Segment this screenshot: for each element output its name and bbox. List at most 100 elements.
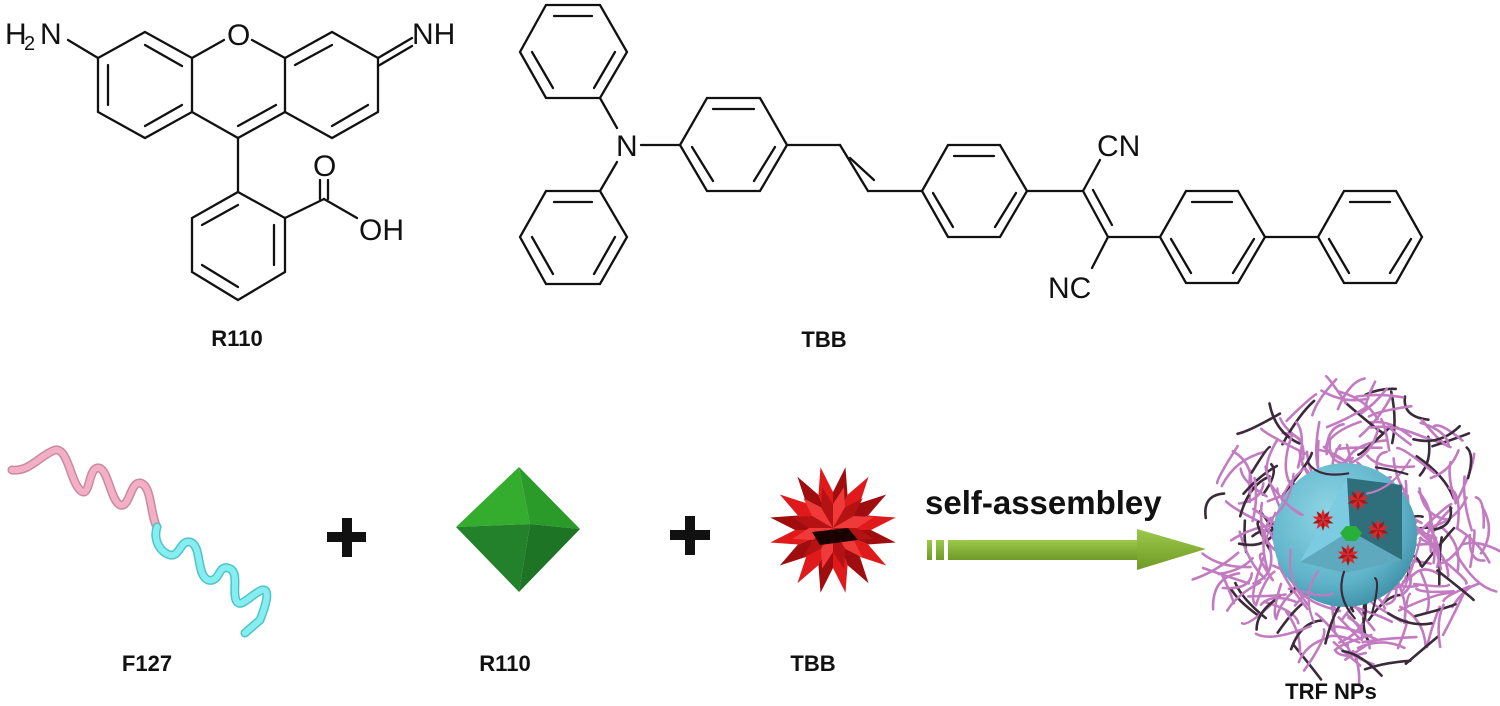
polymer-strand — [1239, 467, 1268, 498]
polymer-strand — [1259, 596, 1298, 606]
polymer-strand — [1251, 476, 1258, 523]
trf-nps-label: TRF NPs — [1285, 679, 1377, 704]
polymer-strand — [1191, 551, 1240, 581]
polymer-strand — [1366, 454, 1416, 469]
polymer-strand — [1357, 426, 1391, 456]
polymer-strand — [1284, 433, 1294, 487]
polymer-strand — [1325, 405, 1368, 429]
polymer-strand — [1349, 426, 1380, 465]
polymer-strand — [1285, 393, 1318, 423]
polymer-strand — [1254, 570, 1276, 607]
polymer-strand — [1359, 387, 1388, 415]
tbb-nitrile-top: CN — [1097, 130, 1140, 163]
r110-carbonyl-oxygen: O — [313, 150, 336, 183]
polymer-strand — [1398, 591, 1453, 612]
polymer-strand — [1337, 390, 1379, 421]
polymer-strand — [1204, 492, 1226, 520]
polymer-strand — [1256, 520, 1272, 552]
polymer-strand — [1363, 387, 1398, 397]
polymer-strand — [1242, 464, 1279, 495]
polymer-strand — [1402, 536, 1422, 592]
polymer-strand — [1474, 496, 1486, 529]
polymer-strand — [1429, 512, 1443, 571]
polymer-strand — [1236, 412, 1282, 436]
r110-structure-label: R110 — [211, 326, 262, 351]
polymer-strand — [1269, 483, 1303, 516]
polymer-strand — [1358, 393, 1394, 438]
f127-polymer-coil — [7, 445, 272, 638]
polymer-strand — [1420, 526, 1456, 568]
polymer-strand — [1431, 432, 1471, 448]
polymer-strand — [1441, 558, 1468, 585]
polymer-strand — [1201, 552, 1252, 569]
polymer-strand — [1269, 472, 1295, 520]
polymer-strand — [1280, 467, 1306, 501]
polymer-strand — [1371, 577, 1379, 614]
self-assembly-arrow — [927, 529, 1206, 570]
polymer-strand — [1436, 569, 1475, 602]
tbb-nitrile-bottom: NC — [1048, 272, 1091, 305]
plus-operator-1 — [327, 518, 366, 557]
polymer-strand — [1366, 458, 1412, 495]
polymer-strand — [1259, 501, 1265, 539]
polymer-strand — [1258, 552, 1274, 582]
polymer-strand — [1455, 527, 1491, 564]
polymer-strand — [1281, 399, 1316, 446]
polymer-strand — [1441, 586, 1468, 637]
polymer-strand — [1403, 592, 1412, 625]
polymer-strand — [1340, 570, 1356, 620]
r110-ring-oxygen: O — [227, 19, 250, 52]
polymer-strand — [1247, 593, 1287, 598]
polymer-strand — [1437, 603, 1445, 649]
polymer-strand — [1276, 602, 1304, 634]
polymer-strand — [1289, 548, 1309, 599]
f127-label: F127 — [122, 651, 172, 676]
polymer-strand — [1363, 659, 1412, 671]
polymer-strand — [1295, 420, 1304, 469]
trf-nanoparticle — [1191, 375, 1500, 687]
polymer-strand — [1221, 572, 1254, 590]
polymer-strand — [1250, 445, 1271, 474]
polymer-strand — [1238, 530, 1266, 580]
polymer-strand — [1431, 424, 1464, 442]
polymer-strand — [1226, 581, 1262, 612]
polymer-strand — [1328, 438, 1346, 465]
polymer-strand — [1341, 649, 1383, 677]
polymer-strand — [1461, 541, 1500, 553]
polymer-strand — [1333, 648, 1367, 657]
polymer-strand — [1462, 475, 1473, 532]
polymer-corona-front — [1265, 458, 1422, 624]
polymer-strand — [1419, 570, 1431, 613]
tbb-dye-in-core-1 — [1347, 489, 1369, 511]
polymer-strand — [1220, 450, 1267, 488]
polymer-strand — [1259, 427, 1308, 456]
r110-structure: H 2 N O NH O OH R110 — [5, 18, 455, 351]
polymer-strand — [1211, 572, 1241, 611]
tbb-dye-in-core-4 — [1337, 544, 1359, 566]
tbb-component-label: TBB — [790, 651, 835, 676]
polymer-strand — [1415, 587, 1455, 594]
polymer-strand — [1380, 418, 1391, 452]
polymer-strand — [1261, 463, 1276, 496]
polymer-strand — [1412, 424, 1461, 443]
tbb-structure: N CN NC TBB — [518, 3, 1424, 352]
polymer-strand — [1479, 505, 1491, 555]
r110-component-label: R110 — [479, 651, 530, 676]
r110-imine: NH — [412, 18, 455, 51]
polymer-strand — [1426, 523, 1441, 569]
r110-amine-n: N — [40, 18, 62, 51]
polymer-strand — [1361, 635, 1418, 644]
polymer-strand — [1300, 590, 1334, 597]
polymer-strand — [1215, 444, 1239, 485]
polymer-strand — [1389, 390, 1396, 445]
polymer-strand — [1231, 450, 1253, 495]
polymer-strand — [1268, 402, 1301, 445]
polymer-strand — [1330, 625, 1378, 641]
self-assembly-label: self-assembley — [925, 484, 1162, 521]
polymer-strand — [1252, 546, 1273, 585]
polymer-strand — [1431, 506, 1453, 532]
polymer-strand — [1419, 421, 1451, 447]
polymer-strand — [1229, 587, 1261, 618]
polymer-strand — [1429, 449, 1460, 480]
polymer-strand — [1418, 435, 1431, 477]
